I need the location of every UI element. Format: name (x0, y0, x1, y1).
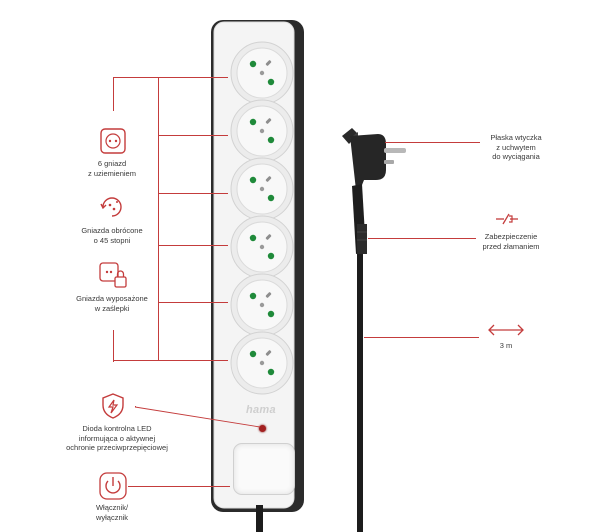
socket-bracket-vertical (158, 78, 159, 360)
led-leader (134, 406, 261, 428)
shield-lightning-icon (100, 392, 126, 420)
socket-column (227, 40, 297, 400)
socket-6 (227, 330, 297, 400)
socket-bracket-top (113, 77, 114, 111)
child-lock-icon (99, 262, 129, 290)
socket-1 (227, 40, 297, 110)
leader-3 (158, 193, 228, 194)
cable-protection-icon (496, 212, 518, 226)
feature-length-label: 3 m (499, 341, 513, 350)
strip-cable (256, 505, 263, 532)
length-leader (364, 337, 479, 338)
leader-6 (113, 360, 228, 361)
power-icon (99, 472, 127, 500)
rotation-icon (98, 194, 126, 220)
leader-5 (158, 302, 228, 303)
socket-4 (227, 214, 297, 284)
length-arrow-icon (487, 323, 525, 337)
leader-1 (113, 77, 228, 78)
protection-leader (368, 238, 476, 239)
socket-icon (100, 128, 126, 154)
switch-leader (128, 486, 230, 487)
brand-logo: hama (246, 404, 276, 416)
led-leader-start (135, 406, 136, 407)
socket-2 (227, 98, 297, 168)
led-indicator (259, 425, 266, 432)
plug-leader (385, 142, 480, 143)
flat-plug (336, 124, 416, 274)
power-switch[interactable] (233, 443, 295, 495)
socket-bracket-bottom (113, 330, 114, 362)
feature-switch-label: Włącznik/wyłącznik (95, 503, 129, 522)
long-cable (357, 254, 363, 532)
socket-3 (227, 156, 297, 226)
leader-2 (158, 135, 228, 136)
leader-4 (158, 245, 228, 246)
socket-5 (227, 272, 297, 342)
